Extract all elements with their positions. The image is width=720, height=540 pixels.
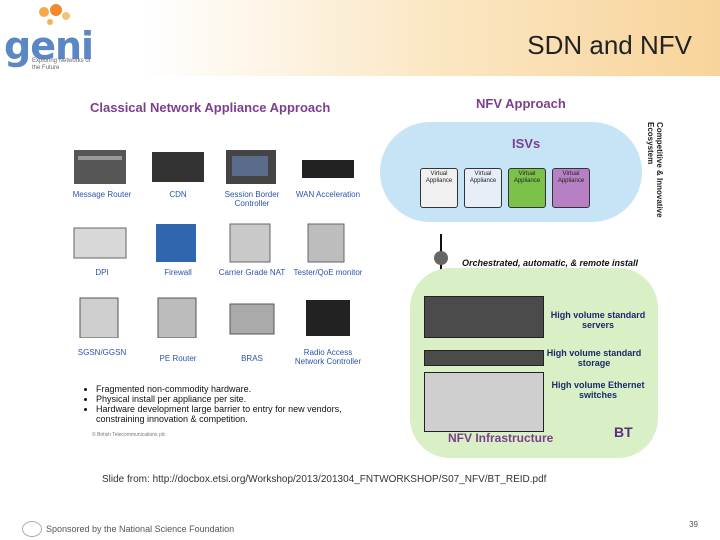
appliance-image [79, 297, 119, 338]
appliance-label: Tester/QoE monitor [293, 268, 363, 277]
appliance-label: Session Border Controller [224, 190, 280, 208]
hw-label-switches: High volume Ethernet switches [551, 380, 645, 400]
appliance-image [302, 160, 354, 178]
appliance-label: SGSN/GGSN [77, 348, 127, 357]
appliance-label: CDN [169, 190, 187, 199]
virtual-appliance: Virtual Appliance [420, 168, 458, 208]
server-rack-image [424, 296, 544, 338]
virtual-appliance: Virtual Appliance [464, 168, 502, 208]
virtual-appliance: Virtual Appliance [508, 168, 546, 208]
appliance-image [73, 227, 127, 259]
nsf-logo-icon [22, 521, 42, 537]
bt-logo: BT [614, 424, 633, 440]
appliance-image [226, 150, 276, 184]
bullet-item: Physical install per appliance per site. [96, 394, 366, 404]
logo-wordmark: geni [4, 24, 94, 68]
slide-title: SDN and NFV [527, 30, 692, 60]
geni-logo: geni Exploring Networks of the Future [4, 4, 94, 74]
appliance-label: Message Router [72, 190, 132, 199]
switch-image [424, 372, 544, 432]
nfv-figure: Classical Network Appliance Approach NFV… [62, 86, 664, 466]
figure-copyright: © British Telecommunications plc [92, 432, 166, 438]
appliance-label: DPI [95, 268, 109, 277]
footer-sponsor: Sponsored by the National Science Founda… [46, 524, 235, 534]
slide-footer: Sponsored by the National Science Founda… [0, 518, 720, 540]
hw-label-storage: High volume standard storage [546, 348, 642, 368]
nfv-heading: NFV Approach [476, 96, 566, 111]
appliance-image [152, 152, 204, 182]
slide-header: geni Exploring Networks of the Future SD… [0, 0, 720, 76]
appliance-label: PE Router [159, 354, 197, 363]
bullet-item: Hardware development large barrier to en… [96, 404, 366, 424]
appliance-image [229, 303, 275, 335]
appliance-image [157, 297, 197, 338]
appliance-image [229, 223, 271, 263]
virtual-appliance: Virtual Appliance [552, 168, 590, 208]
source-citation: Slide from: http://docbox.etsi.org/Works… [102, 474, 547, 485]
storage-image [424, 350, 544, 366]
appliance-image [307, 223, 345, 263]
bullet-item: Fragmented non-commodity hardware. [96, 384, 366, 394]
isv-title: ISVs [512, 136, 541, 151]
page-number: 39 [689, 520, 698, 529]
appliance-image [306, 300, 350, 336]
appliance-image [156, 224, 196, 262]
appliance-label: BRAS [241, 354, 263, 363]
nfv-infrastructure-label: NFV Infrastructure [448, 431, 554, 445]
appliance-label: Radio Access Network Controller [294, 348, 362, 366]
ecosystem-label: Competitive & Innovative Ecosystem [646, 122, 664, 218]
logo-dots-icon [39, 4, 70, 25]
appliance-image [74, 150, 126, 184]
classical-heading: Classical Network Appliance Approach [90, 100, 331, 115]
classical-bullets: Fragmented non-commodity hardware. Physi… [84, 384, 366, 424]
hw-label-servers: High volume standard servers [550, 310, 646, 330]
logo-tagline: Exploring Networks of the Future [32, 58, 91, 71]
orchestration-label: Orchestrated, automatic, & remote instal… [462, 258, 639, 268]
appliance-label: WAN Acceleration [295, 190, 361, 199]
appliance-label: Carrier Grade NAT [218, 268, 286, 277]
appliance-label: Firewall [164, 268, 192, 277]
